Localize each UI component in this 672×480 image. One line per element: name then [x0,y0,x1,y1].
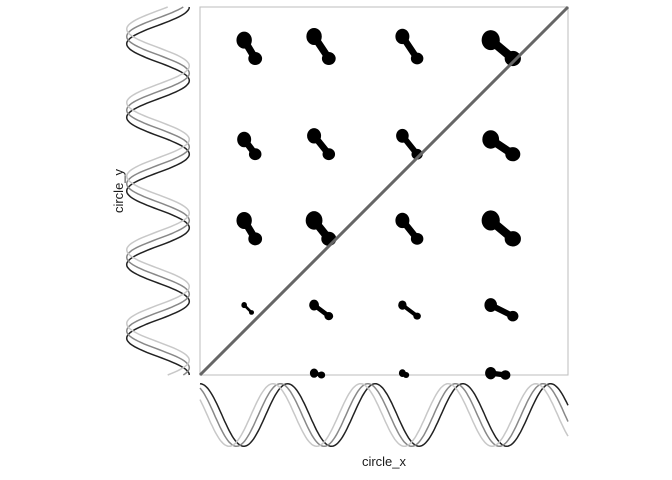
marginal-x-curve [199,382,569,448]
blob-point [481,210,521,247]
blob-tail [413,312,421,320]
blob-point [236,211,263,246]
blob-tail [410,232,424,245]
blob-point [396,128,423,160]
blob-point [241,301,255,315]
blob-tail [248,232,263,246]
blob-point [398,369,410,378]
marginal-x-curve [199,382,569,448]
blob-tail [505,147,521,162]
blob-tail [248,148,262,161]
blob-point [398,300,421,320]
blob-tail [324,311,334,321]
blob-tail [410,52,424,65]
blob-point [237,131,262,161]
blob-point [306,27,336,65]
blob-point [482,130,521,162]
blob-tail [322,148,336,161]
x-axis-label: circle_x [362,454,407,469]
y-axis-label: circle_y [111,168,126,213]
marginal-x-density [199,382,569,448]
blob-tail [402,372,410,378]
blob-tail [507,310,519,322]
blob-tail [248,52,263,65]
blob-point [481,30,521,67]
marginal-y-curve [125,6,191,376]
marginal-x-curve [199,382,569,448]
blob-tail [321,52,336,65]
blob-tail [249,310,255,315]
blob-point [395,28,424,65]
marginal-y-curve [126,6,190,376]
blob-tail [504,231,521,247]
reference-diagonal-line [198,5,570,377]
blob-layer [236,27,521,380]
blob-point [395,212,424,245]
blob-point [485,366,511,380]
blob-point [309,299,334,321]
blob-point [307,128,336,161]
blob-point [484,298,519,322]
blob-point [309,368,326,379]
blob-tail [504,50,521,67]
blob-tail [500,370,511,380]
marginal-y-curve [125,6,191,376]
marginal-y-density [125,6,191,376]
blob-tail [317,371,326,379]
blob-point [236,31,263,65]
